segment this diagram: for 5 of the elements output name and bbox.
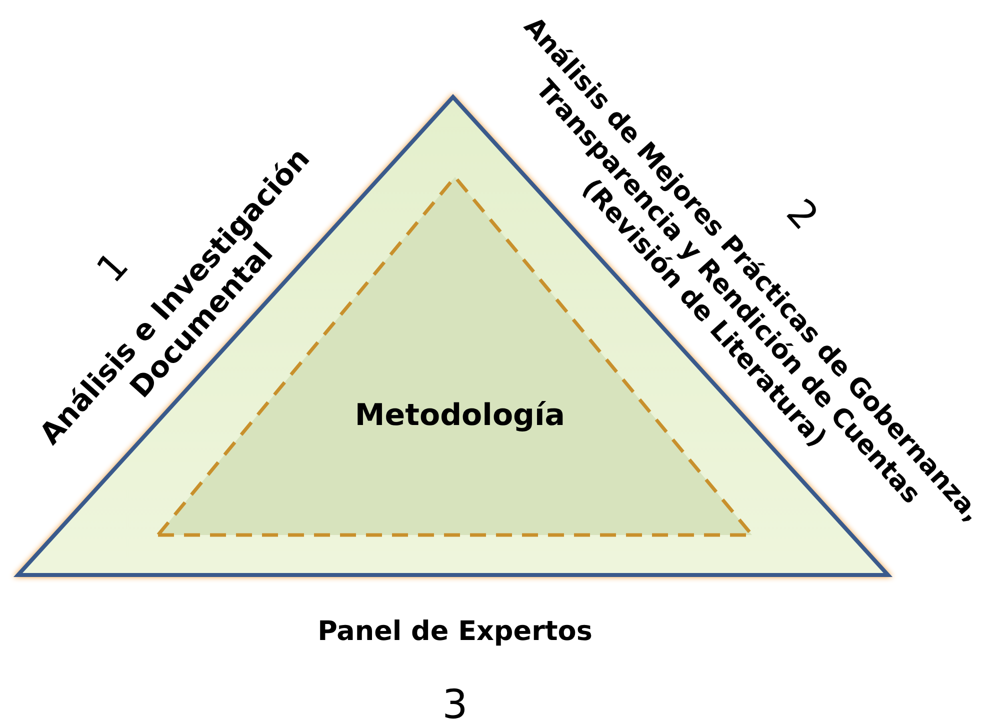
- base-label: Panel de Expertos: [316, 615, 594, 649]
- step-number: 3: [441, 681, 469, 726]
- node-label: Metodología: [354, 398, 566, 433]
- step-number: 2: [778, 190, 828, 238]
- step-number: 1: [87, 244, 137, 291]
